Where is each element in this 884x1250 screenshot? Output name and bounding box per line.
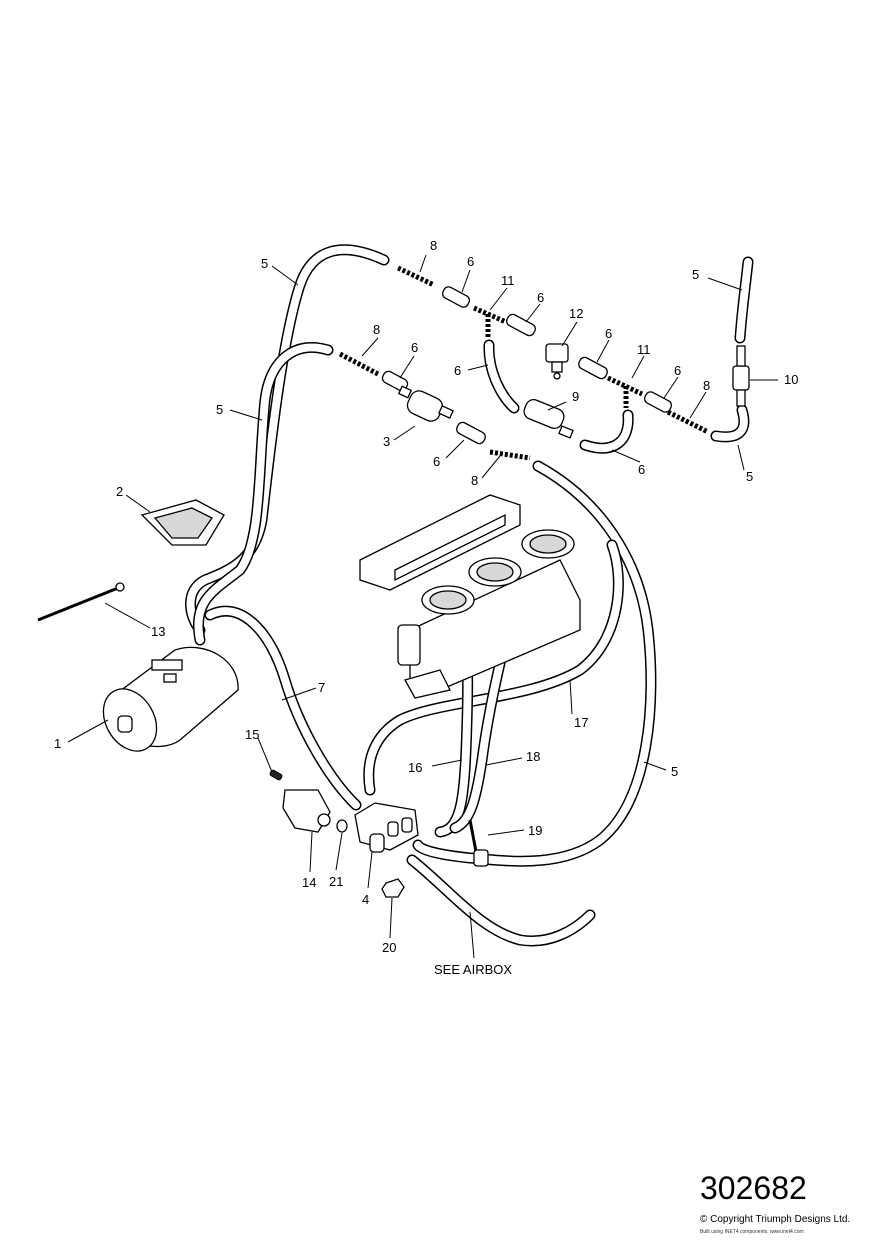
callout-3: 3 [383,434,390,449]
callout-8a: 8 [430,238,437,253]
callout-8d: 8 [471,473,478,488]
cable-tie-13 [37,582,125,622]
valve-3 [397,385,454,422]
throttle-body-assembly [359,494,581,699]
callout-7: 7 [318,680,325,695]
callout-13: 13 [151,624,165,639]
o-ring-21 [336,819,348,833]
callout-1: 1 [54,736,61,751]
callout-6h: 6 [638,462,645,477]
callout-16: 16 [408,760,422,775]
canister-1 [102,646,239,752]
callout-5d: 5 [746,469,753,484]
callout-6d: 6 [674,363,681,378]
callout-10: 10 [784,372,798,387]
callout-5e: 5 [671,764,678,779]
callout-11a: 11 [501,273,515,288]
callout-8c: 8 [703,378,710,393]
leader-lines [67,254,778,959]
callout-18: 18 [526,749,540,764]
filter-9 [523,399,574,439]
callout-14: 14 [302,875,316,890]
restrictor-12 [545,343,569,380]
callout-20: 20 [382,940,396,955]
callout-5a: 5 [261,256,268,271]
callout-9: 9 [572,389,579,404]
callout-6f: 6 [454,363,461,378]
callout-6e: 6 [411,340,418,355]
reference-number: 302682 [700,1170,807,1206]
callouts: 1 2 3 4 5 5 5 5 5 6 6 6 6 6 6 6 6 7 8 8 … [54,238,798,955]
built-using-note: Built using INET4 components. www.inet4.… [700,1229,804,1235]
screw-15 [269,769,283,781]
callout-21: 21 [329,874,343,889]
callout-5b: 5 [216,402,223,417]
callout-2: 2 [116,484,123,499]
filter-10 [732,345,750,407]
callout-12: 12 [569,306,583,321]
callout-5c: 5 [692,267,699,282]
manifold-4 [354,802,419,853]
callout-6b: 6 [537,290,544,305]
clamp-19 [468,819,489,867]
callout-6g: 6 [433,454,440,469]
callout-4: 4 [362,892,369,907]
callout-6c: 6 [605,326,612,341]
callout-11b: 11 [637,342,651,357]
nut-20 [381,878,405,898]
short-hoses [381,286,673,445]
see-airbox-note: SEE AIRBOX [434,962,513,977]
bracket-2 [140,499,225,546]
connectors [338,265,710,461]
copyright-notice: © Copyright Triumph Designs Ltd. [700,1214,851,1225]
solenoid-14 [282,789,331,833]
callout-19: 19 [528,823,542,838]
tees [472,305,644,408]
callout-6a: 6 [467,254,474,269]
callout-8b: 8 [373,322,380,337]
callout-15: 15 [245,727,259,742]
callout-17: 17 [574,715,588,730]
